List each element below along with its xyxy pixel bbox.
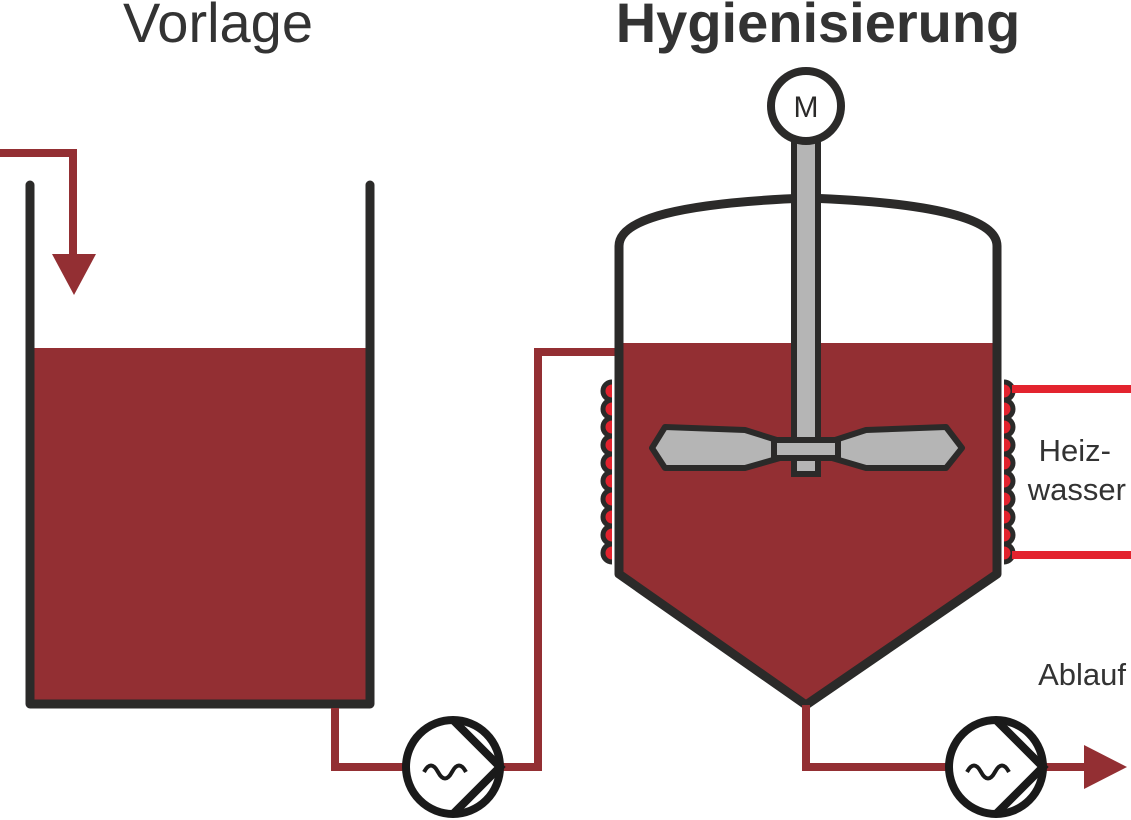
- outlet-pipe: [802, 705, 1127, 789]
- motor-icon: M: [767, 67, 845, 145]
- vorlage-tank: [25, 180, 375, 709]
- heating-water-label-line2: wasser: [1027, 472, 1126, 507]
- vorlage-liquid: [30, 348, 370, 704]
- hygienisierung-title: Hygienisierung: [616, 0, 1021, 54]
- outlet-arrow-icon: [1084, 745, 1127, 789]
- pump-icon: [945, 716, 1049, 818]
- outlet-label: Ablauf: [1038, 657, 1126, 692]
- vorlage-title: Vorlage: [123, 0, 313, 54]
- pump-icon: [402, 716, 506, 818]
- heating-water-lines: [1012, 385, 1131, 559]
- stirrer-icon: [649, 137, 965, 477]
- heating-water-label-line1: Heiz-: [1039, 433, 1111, 468]
- heating-coil-icon: [600, 379, 1016, 565]
- transfer-pipe: [331, 348, 616, 771]
- inlet-arrow: [0, 149, 96, 295]
- motor-label: M: [794, 91, 819, 124]
